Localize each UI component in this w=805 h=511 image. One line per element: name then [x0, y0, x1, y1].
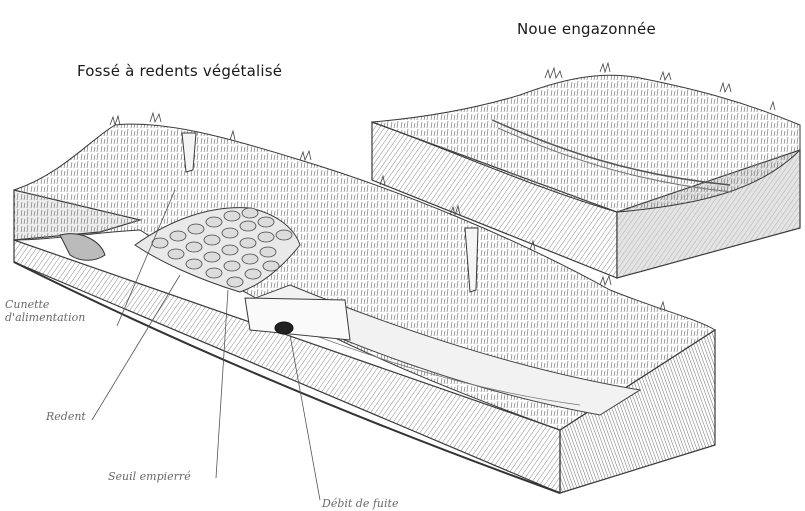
outlet-pipe: [275, 322, 293, 334]
title-noue-engazonnee: Noue engazonnée: [517, 20, 656, 38]
title-fosse-redents: Fossé à redents végétalisé: [77, 62, 282, 80]
label-seuil-empierre: Seuil empierré: [108, 470, 191, 483]
label-redent: Redent: [46, 410, 86, 423]
feed-gully: [60, 234, 105, 261]
label-cunette-alimentation: Cunette d'alimentation: [5, 298, 85, 324]
label-cunette-line1: Cunette: [5, 298, 85, 311]
label-cunette-line2: d'alimentation: [5, 311, 85, 324]
label-debit-fuite: Débit de fuite: [322, 497, 398, 510]
